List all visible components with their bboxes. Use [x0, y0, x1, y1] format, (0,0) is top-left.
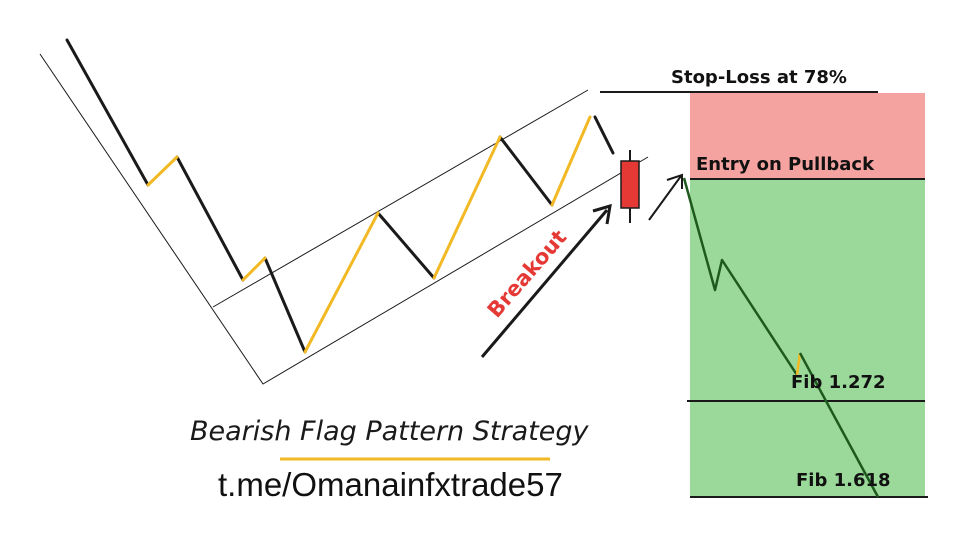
down-move-path: [682, 177, 799, 376]
stop-loss-label: Stop-Loss at 78%: [671, 67, 847, 88]
fib-1272-label: Fib 1.272: [791, 372, 886, 393]
profit-target-zone: [690, 179, 925, 497]
bearish-leg: [175, 155, 245, 282]
breakout-label: Breakout: [483, 225, 572, 322]
bullish-legs: [146, 115, 592, 354]
down-move-small-rebound: [795, 352, 802, 376]
flagpole-channel-outline: [39, 53, 649, 385]
bearish-leg: [498, 135, 554, 207]
bearish-leg: [65, 38, 150, 187]
stop-loss-zone: [690, 93, 925, 179]
pullback-arrow: [648, 175, 682, 221]
bearish-leg: [593, 115, 615, 155]
bullish-leg: [303, 211, 380, 354]
bearish-legs: [65, 38, 615, 354]
down-move-final-leg: [798, 352, 880, 498]
fib-1618-label: Fib 1.618: [796, 470, 891, 491]
breakout-arrowhead: [592, 203, 612, 225]
bearish-leg: [263, 256, 307, 354]
diagram-title: Bearish Flag Pattern Strategy: [190, 416, 589, 447]
breakout-candle: [620, 150, 640, 223]
channel-link: t.me/Omanainfxtrade57: [218, 466, 563, 503]
bullish-leg: [146, 155, 179, 187]
bullish-leg: [241, 256, 267, 282]
pullback-arrowhead: [666, 173, 683, 189]
breakout-arrow: [480, 209, 609, 358]
candle-body: [620, 160, 640, 209]
bearish-leg: [376, 211, 436, 280]
bullish-leg: [550, 115, 592, 207]
entry-label: Entry on Pullback: [696, 154, 875, 175]
bullish-leg: [432, 135, 502, 280]
flag-upper-boundary: [212, 89, 589, 308]
